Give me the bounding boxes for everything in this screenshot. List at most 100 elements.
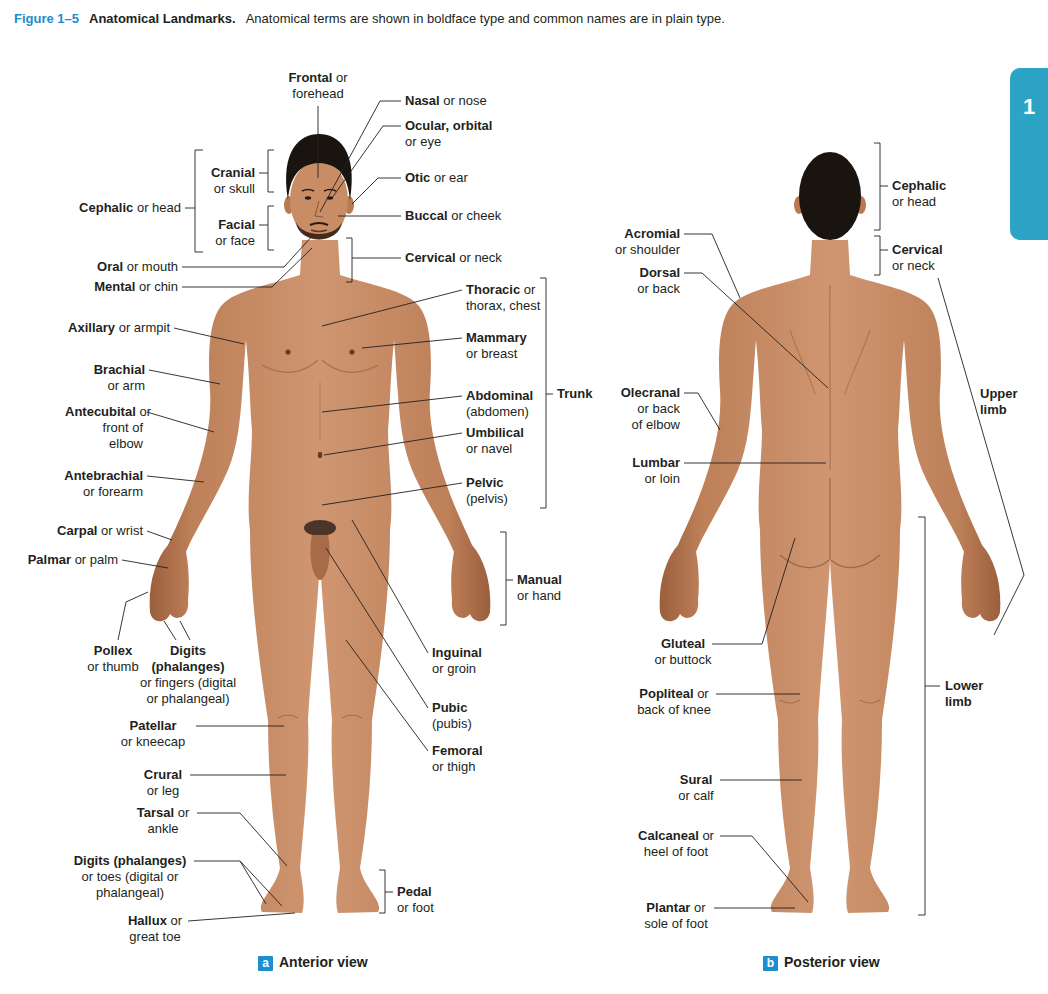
common-name: or arm — [94, 378, 145, 394]
leader-line — [326, 548, 428, 708]
region-label: Lower limb — [945, 678, 989, 710]
leader-line — [712, 538, 795, 644]
anatomical-term: Lumbar — [632, 455, 680, 470]
posterior-figure — [660, 152, 1001, 913]
landmark-label: Tarsalor ankle — [128, 805, 198, 837]
anatomical-term: Acromial — [624, 226, 680, 241]
view-badge: b — [763, 956, 778, 971]
leader-line — [174, 328, 244, 344]
landmark-label: Acromialor shoulder — [615, 226, 680, 258]
bracket — [874, 236, 888, 275]
landmark-label: Oticor ear — [405, 170, 468, 186]
anatomical-term: Popliteal — [639, 686, 693, 701]
anatomical-term: Cranial — [211, 165, 255, 180]
landmark-label: Umbilicalor navel — [466, 425, 524, 457]
common-name: or armpit — [119, 320, 170, 335]
leader-line — [149, 370, 220, 384]
leader-line — [318, 106, 319, 178]
common-name: or ear — [434, 170, 468, 185]
common-name: or head — [137, 200, 181, 215]
landmark-label: Mentalor chin — [94, 279, 178, 295]
anatomical-term: Brachial — [94, 362, 145, 377]
leader-line — [684, 393, 720, 430]
common-name: or navel — [466, 441, 524, 457]
common-name: or thumb — [87, 659, 138, 675]
common-name: or neck — [892, 258, 943, 274]
bracket — [874, 143, 888, 230]
anatomical-term: Crural — [144, 767, 182, 782]
anterior-figure — [150, 134, 491, 913]
anatomical-term: Nasal — [405, 93, 440, 108]
landmark-label: Digits (phalanges)or fingers (digital or… — [132, 643, 244, 707]
region-label: Upper limb — [980, 386, 1024, 418]
landmark-label: Mammaryor breast — [466, 330, 527, 362]
anatomical-term: Oral — [97, 259, 123, 274]
leader-line — [322, 290, 462, 326]
common-name: or skull — [211, 181, 255, 197]
landmark-label: Cervicalor neck — [892, 242, 943, 274]
common-name: or forearm — [64, 484, 143, 500]
anatomical-term: Trunk — [557, 386, 592, 401]
common-name: or chin — [139, 279, 178, 294]
common-name: or shoulder — [615, 242, 680, 258]
leader-line — [194, 861, 282, 906]
landmark-label: Poplitealor back of knee — [632, 686, 717, 718]
landmark-label: Thoracicor thorax, chest — [466, 282, 551, 314]
bracket — [540, 278, 553, 508]
leader-line — [684, 273, 828, 388]
leader-line — [684, 463, 826, 464]
landmark-label: Palmaror palm — [28, 552, 118, 568]
anatomical-term: Carpal — [57, 523, 97, 538]
anatomical-term: Olecranal — [621, 385, 680, 400]
landmark-label: Oralor mouth — [97, 259, 178, 275]
anatomical-term: Sural — [680, 772, 713, 787]
anatomical-term: Upper limb — [980, 386, 1018, 417]
bracket — [259, 150, 274, 192]
leader-line — [324, 433, 462, 455]
leader-line — [147, 412, 214, 432]
landmark-label: Dorsalor back — [637, 265, 680, 297]
common-name: or kneecap — [121, 734, 185, 750]
anatomical-term: Ocular, orbital — [405, 118, 492, 133]
leader-line — [322, 483, 462, 505]
landmark-label: Cervicalor neck — [405, 250, 502, 266]
leader-line — [720, 836, 808, 902]
anatomical-term: Cephalic — [892, 178, 946, 193]
bracket — [259, 206, 274, 250]
common-name: or cheek — [451, 208, 501, 223]
region-label: Trunk — [557, 386, 592, 402]
leader-line — [362, 338, 462, 348]
anatomical-term: Pubic — [432, 700, 467, 715]
landmark-label: Calcanealor heel of foot — [631, 828, 721, 860]
anatomical-term: Cephalic — [79, 200, 133, 215]
leader-line — [338, 216, 401, 217]
bracket — [346, 238, 401, 282]
common-name: or foot — [397, 900, 434, 916]
landmark-label: Carpalor wrist — [57, 523, 143, 539]
figure-caption: Anatomical terms are shown in boldface t… — [246, 11, 725, 27]
leader-line — [182, 234, 314, 267]
landmark-label: Pollexor thumb — [87, 643, 138, 675]
leader-line — [684, 234, 740, 298]
landmark-label: Nasalor nose — [405, 93, 487, 109]
landmark-label: Lumbaror loin — [632, 455, 680, 487]
anatomical-term: Patellar — [130, 718, 177, 733]
common-name: or calf — [678, 788, 713, 804]
common-name: or back — [637, 281, 680, 297]
leader-line — [320, 101, 401, 212]
landmark-label: Femoralor thigh — [432, 743, 483, 775]
landmark-label: Axillary or armpit — [68, 320, 170, 336]
anatomical-term: Antebrachial — [64, 468, 143, 483]
anatomical-term: Manual — [517, 572, 562, 587]
leader-line — [164, 621, 190, 640]
leader-line — [190, 775, 286, 776]
anatomical-term: Antecubital — [65, 404, 136, 419]
anatomical-term: Mammary — [466, 330, 527, 345]
leader-line — [188, 913, 295, 921]
landmark-label: Cruralor leg — [144, 767, 182, 799]
landmark-label: Ocular, orbitalor eye — [405, 118, 492, 150]
anatomical-term: Hallux — [128, 913, 167, 928]
anatomical-term: Axillary — [68, 320, 115, 335]
anatomical-term: Inguinal — [432, 645, 482, 660]
